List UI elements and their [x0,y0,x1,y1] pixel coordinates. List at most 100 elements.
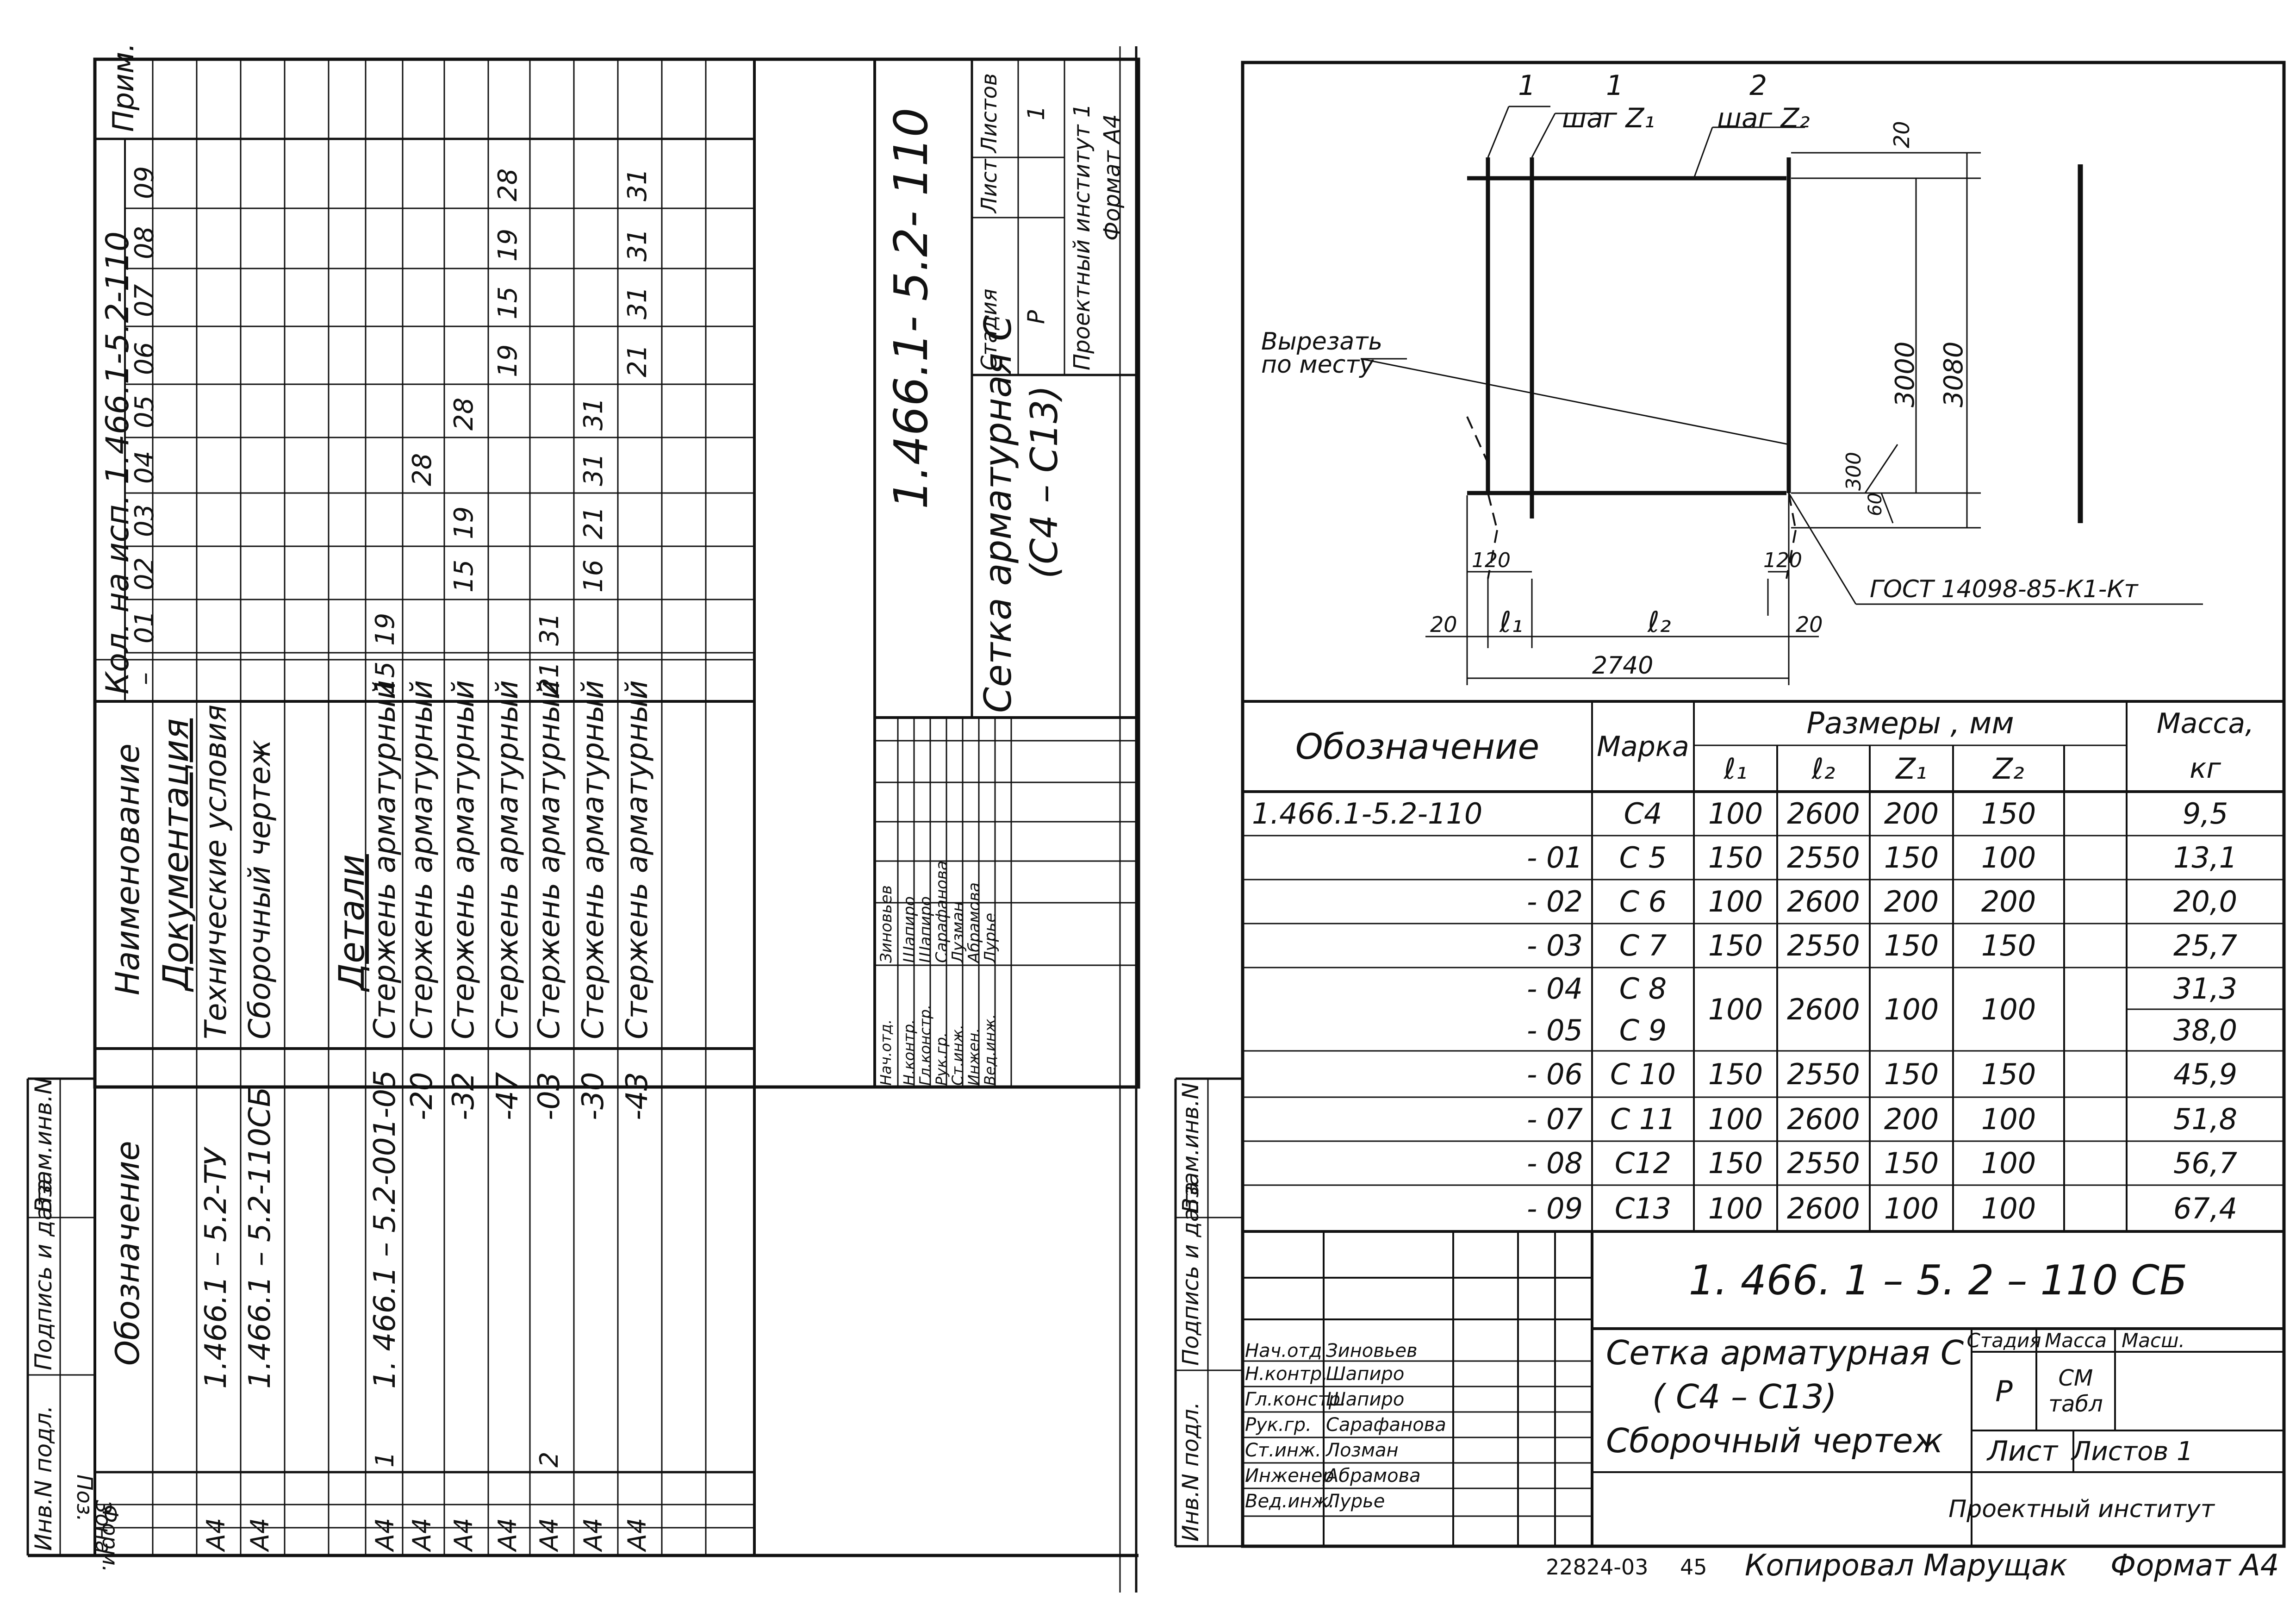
dim-120-right: 120 [1763,549,1802,572]
spec-row-designation: 1.466.1 – 5.2-110СБ [243,1087,277,1389]
table-cell-mass: 45,9 [2173,1057,2238,1091]
left-sign-name: Лузман [949,901,967,963]
table-cell-mass: 67,4 [2173,1191,2238,1225]
drw-step1: шаг Z₁ [1562,102,1655,134]
table-cell-l1: 100 [1708,797,1763,831]
table-cell-designation: 1.466.1-5.2-110 [1252,797,1483,831]
table-cell-designation: - 08 [1527,1146,1583,1180]
table-cell-l2: 2550 [1787,929,1860,962]
spec-row-qty: 31 [579,453,609,486]
side-stamp-replace: Взам.инв.N [30,1077,57,1213]
table-cell-mark: С 5 [1619,841,1667,874]
table-cell-l1: 150 [1708,1057,1763,1091]
dim-300: 300 [1842,452,1866,491]
table-cell-mass: 25,7 [2173,929,2238,962]
table-cell-mark: С 11 [1610,1102,1676,1136]
spec-row-qty: 28 [407,453,437,486]
exec-col-6: 06 [130,342,160,375]
table-cell-z1: 100 [1884,992,1939,1026]
dim-120-left: 120 [1472,549,1511,572]
spec-row-name: Детали [331,854,372,991]
spec-row-qty: 28 [493,168,523,201]
right-sign-role: Нач.отд [1245,1340,1322,1362]
spec-row-designation: -43 [620,1072,654,1120]
dim-60: 60 [1865,493,1886,516]
spec-row-format: А4 [245,1518,274,1551]
table-cell-designation: - 06 [1527,1057,1583,1091]
left-sheets-label: Листов [977,73,1002,153]
table-cell-l2: 2550 [1787,841,1860,874]
table-cell-l2: 2600 [1787,1102,1860,1136]
dim-20-top: 20 [1889,121,1914,148]
table-cell-designation: - 04 [1527,971,1583,1006]
spec-row-qty: 31 [622,228,653,262]
right-sign-name: Сарафанова [1326,1414,1446,1436]
th-l1: ℓ₁ [1724,751,1748,786]
spec-row-qty: 28 [449,397,479,431]
dim-3000: 3000 [1890,341,1920,407]
spec-row-name: Стержень арматурный [576,680,610,1039]
table-cell-z2 [1953,1009,2064,1051]
th-mark: Марка [1597,730,1689,763]
exec-col-5: 05 [130,395,160,428]
header-position: Поз. [72,1474,97,1522]
left-sign-role: Гл.констр. [916,1005,934,1086]
right-sign-role: Н.контр. [1245,1363,1328,1385]
table-cell-l2 [1777,1009,1870,1051]
th-z2: Z₂ [1993,751,2024,786]
left-sign-role: Инжен. [965,1028,983,1086]
spec-row-format: А4 [449,1518,478,1551]
right-sign-role: Инженер [1245,1465,1334,1487]
right-stage-label: Стадия [1966,1329,2041,1352]
left-format-note: Формат А4 [1099,114,1125,241]
spec-row-qty: 15 [370,661,400,694]
spec-row-format: А4 [370,1518,399,1551]
table-cell-mark: С4 [1624,797,1662,831]
left-sign-name: Зиновьев [877,885,896,963]
table-cell-l2: 2600 [1787,797,1860,831]
header-name: Наименование [109,743,147,995]
spec-row-name: Сборочный чертеж [243,739,277,1039]
table-cell-l1: 100 [1708,1191,1763,1225]
right-sign-name: Абрамова [1326,1465,1421,1487]
left-sign-name: Лурье [981,912,1000,963]
dim-20-left: 20 [1430,612,1457,637]
exec-col-8: 08 [130,226,160,259]
footer-page: 45 [1680,1555,1707,1580]
right-scale-label: Масш. [2122,1329,2185,1352]
left-sign-role: Ст.инж. [949,1024,966,1086]
dim-20-right: 20 [1796,612,1823,637]
exec-col-4: 04 [130,450,160,484]
spec-row-format: А4 [493,1518,522,1551]
exec-col-3: 03 [130,504,160,537]
dim-l2: ℓ₂ [1647,605,1671,639]
spec-row-qty: 19 [449,506,479,539]
th-mass: Масса, [2156,707,2254,740]
table-cell-z2: 200 [1981,885,2036,918]
table-cell-l2: 2600 [1787,1191,1860,1225]
table-cell-l2: 2550 [1787,1057,1860,1091]
table-cell-designation: - 09 [1527,1191,1583,1225]
table-cell-designation: - 01 [1527,841,1583,874]
spec-row-designation: -30 [576,1072,610,1120]
table-cell-z2: 150 [1981,797,2036,831]
exec-col-9: 09 [130,166,160,199]
header-note: Прим. [106,43,140,132]
th-sizes: Размеры , мм [1806,706,2014,741]
spec-row-designation: -20 [405,1072,439,1120]
spec-row-designation: 1.466.1 – 5.2-ТУ [199,1148,233,1389]
drw-label-2: 2 [1749,69,1767,102]
left-sheet-label: Лист [977,159,1002,213]
spec-row-qty: 16 [579,559,609,593]
spec-row-qty: 31 [535,612,565,646]
table-cell-l1: 100 [1708,885,1763,918]
spec-row-position: 1 [370,1451,399,1468]
spec-row-qty: 21 [579,506,609,539]
spec-row-name: Стержень арматурный [405,680,439,1039]
exec-col-0: – [130,672,160,685]
exec-col-1: 01 [130,610,160,643]
right-sign-name: Лозман [1326,1440,1399,1461]
table-cell-z1: 200 [1884,1102,1939,1136]
right-title-line2: ( С4 – С13) [1652,1377,1837,1416]
spec-row-name: Стержень арматурный [620,680,654,1039]
